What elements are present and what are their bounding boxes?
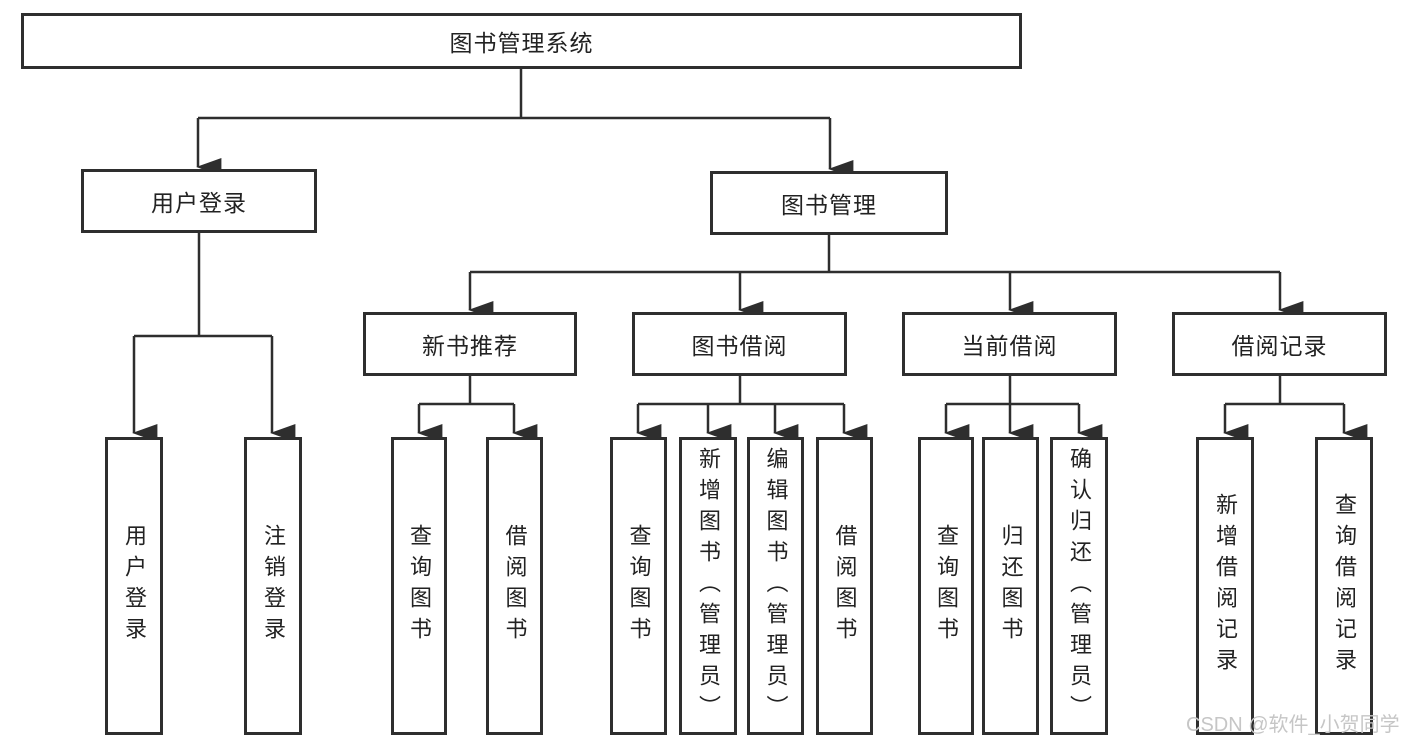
node-label: 图书借阅 — [691, 333, 788, 359]
csdn-watermark: CSDN @软件_小贺同学 — [1186, 714, 1400, 736]
leaf-borrow-books-recommend: 借阅图书 — [486, 437, 543, 735]
leaf-borrow-books: 借阅图书 — [816, 437, 873, 735]
node-label: 编辑图书（管理员） — [763, 446, 789, 726]
leaf-query-borrow-record: 查询借阅记录 — [1315, 437, 1373, 735]
node-label: 借阅图书 — [832, 524, 858, 648]
leaf-logout-login: 注销登录 — [244, 437, 302, 735]
node-label: 新书推荐 — [422, 333, 518, 359]
leaf-query-books-recommend: 查询图书 — [391, 437, 447, 735]
node-label: 确认归还（管理员） — [1067, 446, 1092, 726]
node-library-management-system: 图书管理系统 — [21, 13, 1022, 69]
node-borrowing-records: 借阅记录 — [1172, 312, 1387, 376]
node-label: 新增借阅记录 — [1213, 493, 1238, 679]
node-label: 查询借阅记录 — [1332, 493, 1357, 679]
leaf-query-books-current: 查询图书 — [918, 437, 974, 735]
node-label: 归还图书 — [998, 524, 1024, 648]
leaf-return-book: 归还图书 — [982, 437, 1039, 735]
node-label: 图书管理系统 — [449, 30, 594, 56]
node-user-login: 用户登录 — [81, 169, 317, 233]
node-label: 用户登录 — [122, 524, 147, 648]
node-new-book-recommendation: 新书推荐 — [363, 312, 577, 376]
leaf-add-book-admin: 新增图书（管理员） — [679, 437, 737, 735]
node-book-borrowing: 图书借阅 — [632, 312, 847, 376]
leaf-confirm-return-admin: 确认归还（管理员） — [1050, 437, 1108, 735]
node-label: 借阅记录 — [1231, 333, 1328, 359]
node-label: 查询图书 — [407, 524, 432, 648]
node-label: 借阅图书 — [502, 524, 528, 648]
leaf-query-books-borrowing: 查询图书 — [610, 437, 667, 735]
node-label: 用户登录 — [151, 190, 247, 216]
node-label: 新增图书（管理员） — [696, 446, 721, 726]
node-current-borrowing: 当前借阅 — [902, 312, 1117, 376]
node-label: 图书管理 — [781, 192, 877, 218]
node-label: 注销登录 — [261, 524, 286, 648]
leaf-add-borrow-record: 新增借阅记录 — [1196, 437, 1254, 735]
leaf-edit-book-admin: 编辑图书（管理员） — [747, 437, 804, 735]
node-label: 当前借阅 — [961, 333, 1058, 359]
node-book-management: 图书管理 — [710, 171, 948, 235]
node-label: 查询图书 — [626, 524, 652, 648]
node-label: 查询图书 — [934, 524, 959, 648]
leaf-user-login: 用户登录 — [105, 437, 163, 735]
